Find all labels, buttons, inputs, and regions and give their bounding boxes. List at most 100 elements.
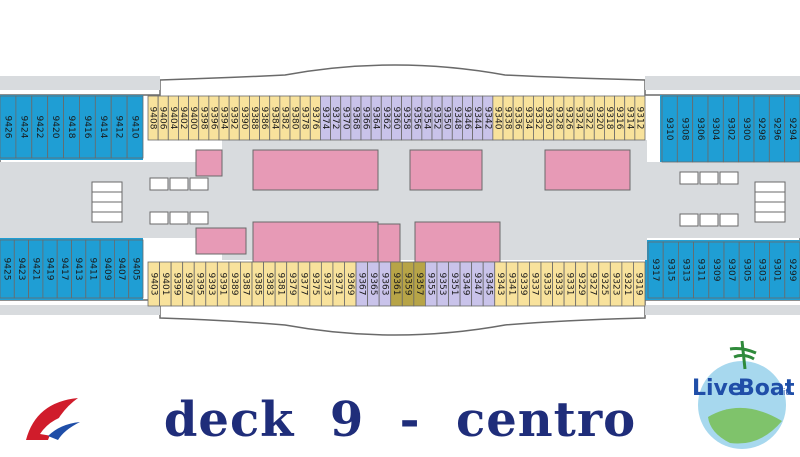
cabin-9355[interactable]: 9355 xyxy=(424,261,438,307)
cabin-9309[interactable]: 9309 xyxy=(708,241,725,299)
cabin-9379[interactable]: 9379 xyxy=(286,261,299,307)
cabin-9413[interactable]: 9413 xyxy=(71,239,87,299)
cabin-9348[interactable]: 9348 xyxy=(452,95,463,141)
cabin-9374[interactable]: 9374 xyxy=(320,95,331,141)
cabin-9411[interactable]: 9411 xyxy=(85,239,101,299)
cabin-9425[interactable]: 9425 xyxy=(0,239,15,299)
cabin-9361[interactable]: 9361 xyxy=(390,261,403,307)
cabin-9344[interactable]: 9344 xyxy=(472,95,484,141)
cabin-9398[interactable]: 9398 xyxy=(198,95,210,141)
cabin-9389[interactable]: 9389 xyxy=(228,261,241,307)
cabin-9404[interactable]: 9404 xyxy=(168,95,179,141)
cabin-9346[interactable]: 9346 xyxy=(462,95,473,141)
cabin-9312[interactable]: 9312 xyxy=(634,95,646,141)
cabin-9347[interactable]: 9347 xyxy=(471,261,484,307)
cabin-9416[interactable]: 9416 xyxy=(79,95,96,159)
cabin-9358[interactable]: 9358 xyxy=(401,95,413,141)
cabin-9303[interactable]: 9303 xyxy=(754,241,771,299)
cabin-9392[interactable]: 9392 xyxy=(229,95,240,141)
cabin-9412[interactable]: 9412 xyxy=(110,95,128,159)
cabin-9299[interactable]: 9299 xyxy=(784,241,800,299)
cabin-9317[interactable]: 9317 xyxy=(647,241,664,299)
cabin-9352[interactable]: 9352 xyxy=(432,95,443,141)
cabin-9409[interactable]: 9409 xyxy=(99,239,115,299)
cabin-9302[interactable]: 9302 xyxy=(722,95,740,163)
cabin-9325[interactable]: 9325 xyxy=(598,261,611,307)
cabin-9368[interactable]: 9368 xyxy=(350,95,362,141)
cabin-9296[interactable]: 9296 xyxy=(768,95,786,163)
cabin-9315[interactable]: 9315 xyxy=(662,241,679,299)
cabin-9354[interactable]: 9354 xyxy=(421,95,433,141)
cabin-9362[interactable]: 9362 xyxy=(381,95,392,141)
cabin-9342[interactable]: 9342 xyxy=(482,95,494,141)
cabin-9387[interactable]: 9387 xyxy=(240,261,253,307)
cabin-9400[interactable]: 9400 xyxy=(188,95,200,141)
cabin-9335[interactable]: 9335 xyxy=(540,261,553,307)
cabin-9353[interactable]: 9353 xyxy=(436,261,449,307)
cabin-9341[interactable]: 9341 xyxy=(505,261,519,307)
cabin-9318[interactable]: 9318 xyxy=(604,95,615,141)
cabin-9327[interactable]: 9327 xyxy=(586,261,600,307)
cabin-9351[interactable]: 9351 xyxy=(448,261,461,307)
cabin-9316[interactable]: 9316 xyxy=(614,95,626,141)
cabin-9410[interactable]: 9410 xyxy=(126,95,144,159)
cabin-9378[interactable]: 9378 xyxy=(300,95,311,141)
cabin-9385[interactable]: 9385 xyxy=(251,261,264,307)
cabin-9321[interactable]: 9321 xyxy=(621,261,634,307)
cabin-9422[interactable]: 9422 xyxy=(31,95,49,159)
cabin-9360[interactable]: 9360 xyxy=(391,95,402,141)
cabin-9367[interactable]: 9367 xyxy=(355,261,369,307)
cabin-9390[interactable]: 9390 xyxy=(239,95,250,141)
cabin-9320[interactable]: 9320 xyxy=(594,95,605,141)
cabin-9364[interactable]: 9364 xyxy=(371,95,382,141)
cabin-9365[interactable]: 9365 xyxy=(367,261,380,307)
cabin-9313[interactable]: 9313 xyxy=(678,241,695,299)
cabin-9310[interactable]: 9310 xyxy=(661,95,678,163)
cabin-9372[interactable]: 9372 xyxy=(330,95,342,141)
cabin-9328[interactable]: 9328 xyxy=(553,95,565,141)
cabin-9343[interactable]: 9343 xyxy=(494,261,507,307)
cabin-9393[interactable]: 9393 xyxy=(205,261,218,307)
cabin-9294[interactable]: 9294 xyxy=(784,95,800,163)
cabin-9308[interactable]: 9308 xyxy=(676,95,694,163)
cabin-9418[interactable]: 9418 xyxy=(63,95,80,159)
cabin-9337[interactable]: 9337 xyxy=(529,261,542,307)
cabin-9331[interactable]: 9331 xyxy=(563,261,577,307)
cabin-9298[interactable]: 9298 xyxy=(753,95,770,163)
cabin-9386[interactable]: 9386 xyxy=(259,95,271,141)
cabin-9323[interactable]: 9323 xyxy=(609,261,623,307)
cabin-9366[interactable]: 9366 xyxy=(361,95,372,141)
cabin-9402[interactable]: 9402 xyxy=(178,95,189,141)
cabin-9388[interactable]: 9388 xyxy=(249,95,260,141)
cabin-9370[interactable]: 9370 xyxy=(340,95,352,141)
cabin-9401[interactable]: 9401 xyxy=(159,261,172,307)
cabin-9423[interactable]: 9423 xyxy=(13,239,30,299)
cabin-9381[interactable]: 9381 xyxy=(274,261,288,307)
cabin-9336[interactable]: 9336 xyxy=(513,95,524,141)
cabin-9307[interactable]: 9307 xyxy=(723,241,740,299)
cabin-9319[interactable]: 9319 xyxy=(633,261,646,307)
cabin-9350[interactable]: 9350 xyxy=(442,95,453,141)
cabin-9395[interactable]: 9395 xyxy=(193,261,207,307)
cabin-9324[interactable]: 9324 xyxy=(574,95,585,141)
cabin-9380[interactable]: 9380 xyxy=(290,95,301,141)
cabin-9333[interactable]: 9333 xyxy=(552,261,565,307)
cabin-9332[interactable]: 9332 xyxy=(533,95,544,141)
cabin-9371[interactable]: 9371 xyxy=(332,261,345,307)
cabin-9377[interactable]: 9377 xyxy=(297,261,311,307)
cabin-9375[interactable]: 9375 xyxy=(309,261,322,307)
cabin-9306[interactable]: 9306 xyxy=(692,95,709,163)
cabin-9382[interactable]: 9382 xyxy=(279,95,291,141)
cabin-9357[interactable]: 9357 xyxy=(413,261,426,307)
cabin-9399[interactable]: 9399 xyxy=(170,261,184,307)
cabin-9426[interactable]: 9426 xyxy=(0,95,17,159)
cabin-9363[interactable]: 9363 xyxy=(378,261,392,307)
cabin-9396[interactable]: 9396 xyxy=(208,95,220,141)
cabin-9406[interactable]: 9406 xyxy=(158,95,169,141)
cabin-9414[interactable]: 9414 xyxy=(94,95,112,159)
cabin-9383[interactable]: 9383 xyxy=(263,261,276,307)
cabin-9339[interactable]: 9339 xyxy=(517,261,530,307)
cabin-9417[interactable]: 9417 xyxy=(56,239,72,299)
cabin-9408[interactable]: 9408 xyxy=(148,95,159,141)
cabin-9330[interactable]: 9330 xyxy=(543,95,555,141)
